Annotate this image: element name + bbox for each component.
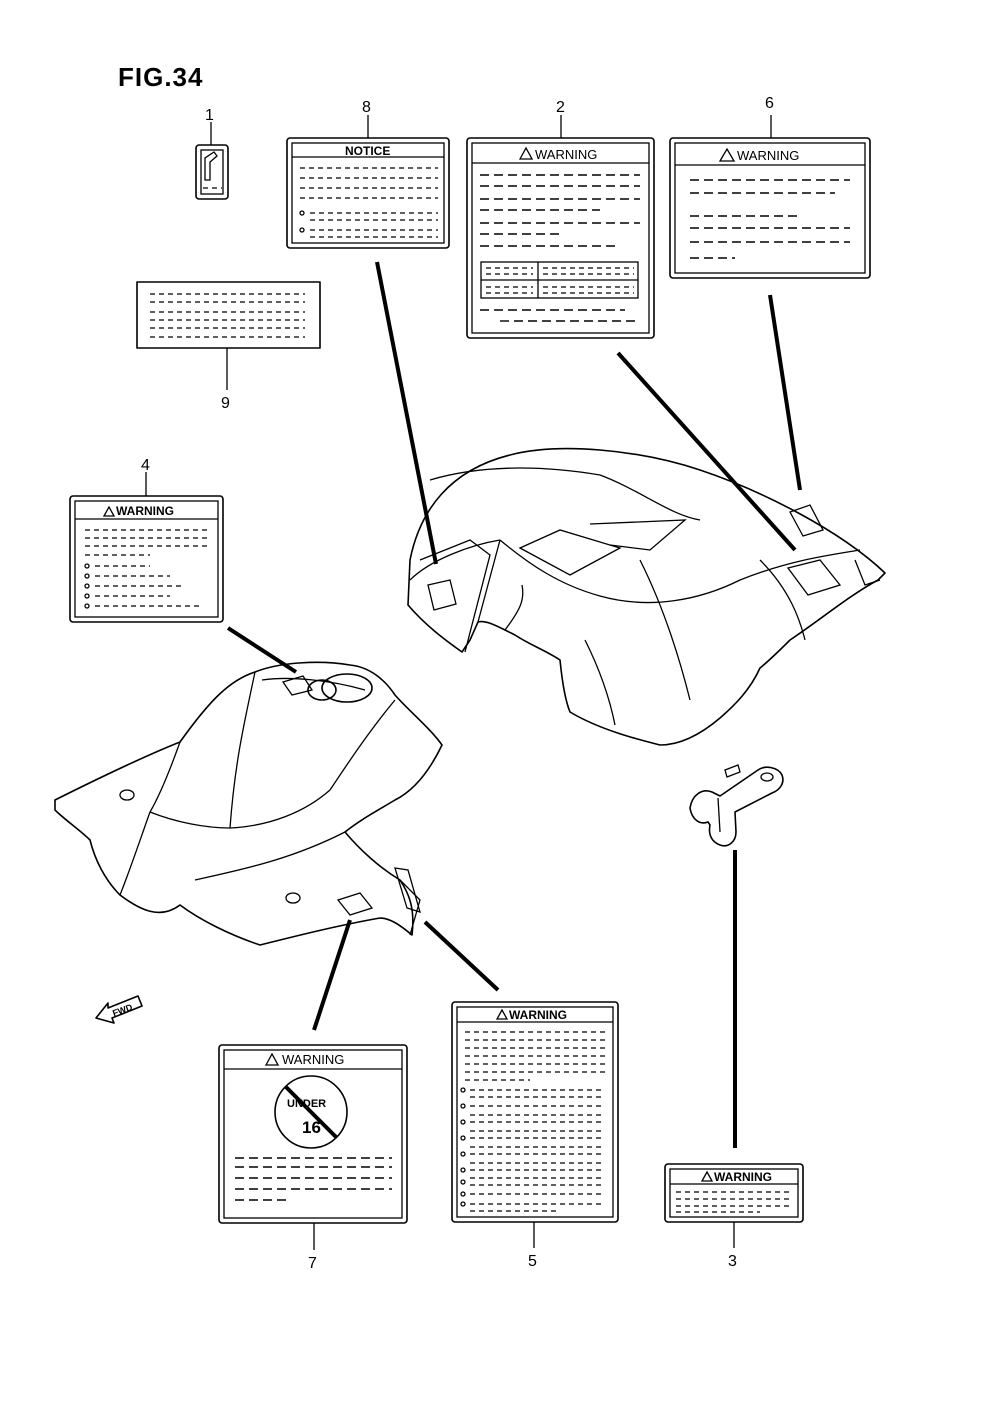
label-item-6: WARNING bbox=[669, 115, 871, 279]
leader-lines bbox=[226, 261, 802, 1148]
callout-1: 1 bbox=[205, 107, 214, 124]
figure-title: FIG.34 bbox=[118, 62, 203, 92]
callout-7: 7 bbox=[308, 1255, 317, 1272]
fwd-arrow: FWD bbox=[95, 995, 143, 1024]
warning-header-7: WARNING bbox=[282, 1052, 344, 1067]
label-item-5: WARNING bbox=[451, 1001, 619, 1248]
callout-9: 9 bbox=[221, 395, 230, 412]
callout-5: 5 bbox=[528, 1253, 537, 1270]
age-text: 16 bbox=[302, 1118, 321, 1137]
bracket-part bbox=[689, 764, 784, 847]
label-item-8: NOTICE bbox=[286, 115, 450, 249]
notice-header: NOTICE bbox=[345, 144, 390, 158]
label-item-7: WARNING UNDER 16 bbox=[218, 1044, 408, 1250]
label-item-3: WARNING bbox=[664, 1163, 804, 1248]
label-item-9 bbox=[136, 281, 321, 390]
warning-header-4: WARNING bbox=[116, 504, 174, 518]
callout-4: 4 bbox=[141, 457, 150, 474]
label-item-2: WARNING bbox=[466, 115, 655, 339]
warning-header-6: WARNING bbox=[737, 148, 799, 163]
under-text: UNDER bbox=[287, 1098, 326, 1110]
rear-fender bbox=[407, 447, 886, 746]
label-item-4: WARNING bbox=[69, 472, 224, 623]
callout-3: 3 bbox=[728, 1253, 737, 1270]
warning-header-3: WARNING bbox=[714, 1170, 772, 1184]
warning-header-5: WARNING bbox=[509, 1008, 567, 1022]
label-item-1 bbox=[195, 122, 229, 200]
callout-6: 6 bbox=[765, 95, 774, 112]
warning-header-2: WARNING bbox=[535, 147, 597, 162]
fwd-text: FWD bbox=[111, 1002, 134, 1019]
callout-2: 2 bbox=[556, 99, 565, 116]
front-fender bbox=[54, 661, 443, 946]
callout-8: 8 bbox=[362, 99, 371, 116]
